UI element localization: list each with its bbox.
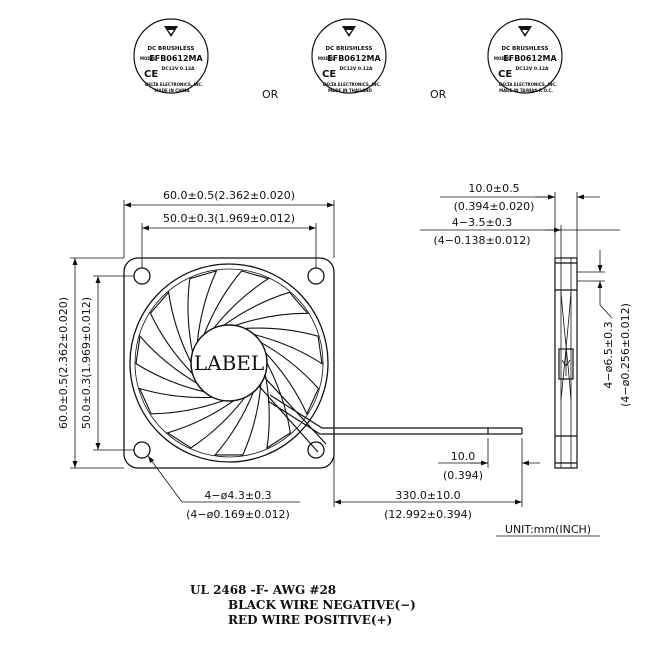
- dim-wire-length-mm: 330.0±10.0: [395, 489, 460, 502]
- fan-hub: [190, 324, 268, 402]
- fan-blade: [223, 291, 309, 326]
- label-model: EFB0612MA: [149, 54, 203, 63]
- label-sample-1: DC BRUSHLESS MODEL EFB0612MA CE DC12V 0.…: [133, 18, 209, 94]
- or-text-1: OR: [262, 88, 279, 101]
- dim-strip-mm: 10.0: [451, 450, 476, 463]
- label-ce: CE: [322, 69, 336, 80]
- label-sample-3: DC BRUSHLESS MODEL EFB0612MA CE DC12V 0.…: [487, 18, 563, 94]
- or-text-2: OR: [430, 88, 447, 101]
- fan-blade: [166, 397, 246, 449]
- dim-strip-in: (0.394): [443, 469, 483, 482]
- dim-thickness-mm: 10.0±0.5: [468, 182, 519, 195]
- mount-hole-tr: [307, 267, 325, 285]
- fan-wires: [267, 394, 523, 435]
- label-model: EFB0612MA: [503, 54, 557, 63]
- dim-hole-depth-mm: 4−3.5±0.3: [452, 216, 512, 229]
- strut: [257, 384, 319, 453]
- side-dimension-lines: [420, 192, 620, 319]
- fan-bore: [129, 263, 329, 463]
- label-maker: DELTA ELECTRONICS, INC.: [323, 82, 381, 87]
- note-line-1: UL 2468 -F- AWG #28: [190, 583, 337, 597]
- label-brand: DC BRUSHLESS: [502, 46, 549, 52]
- mount-hole-bl: [133, 441, 151, 459]
- fan-blade: [203, 270, 270, 335]
- dim-hole-in: (4−ø0.169±0.012): [186, 508, 290, 521]
- label-maker: DELTA ELECTRONICS, INC.: [145, 82, 203, 87]
- dim-hole-depth-in: (4−0.138±0.012): [434, 234, 531, 247]
- label-rating: DC12V 0.12A: [340, 66, 373, 72]
- dimension-lines: [70, 200, 600, 537]
- dim-height-hole: 50.0±0.3(1.969±0.012): [80, 297, 93, 429]
- label-origin: MADE IN THAILAND: [328, 88, 372, 93]
- fan-blade: [135, 334, 205, 393]
- dim-width-outer: 60.0±0.5(2.362±0.020): [163, 189, 295, 202]
- side-body: [554, 257, 578, 469]
- label-model-prefix: MODEL: [318, 56, 334, 61]
- fan-blade: [260, 341, 320, 416]
- fan-blade: [244, 327, 323, 365]
- fan-blade: [149, 290, 193, 375]
- fan-blade: [213, 383, 262, 456]
- label-ce: CE: [144, 69, 158, 80]
- fan-bore-inner: [134, 268, 324, 458]
- label-origin: MADE IN CHINA: [155, 88, 191, 93]
- label-maker: DELTA ELECTRONICS, INC.: [499, 82, 557, 87]
- fan-blade: [264, 362, 291, 450]
- label-ce: CE: [498, 69, 512, 80]
- dim-side-hole-in: (4−ø0.256±0.012): [619, 303, 632, 407]
- label-model: EFB0612MA: [327, 54, 381, 63]
- label-rating: DC12V 0.12A: [162, 66, 195, 72]
- label-origin: MADE IN TAIWAN R.O.C.: [499, 88, 553, 93]
- fan-blade: [187, 269, 218, 353]
- label-sample-2: DC BRUSHLESS MODEL EFB0612MA CE DC12V 0.…: [311, 18, 387, 94]
- dim-wire-length-in: (12.992±0.394): [384, 508, 472, 521]
- fan-hub-label: LABEL: [194, 351, 264, 375]
- mount-hole-br: [307, 441, 325, 459]
- fan-blades: [135, 269, 323, 456]
- label-brand: DC BRUSHLESS: [148, 46, 195, 52]
- wire-notes: UL 2468 -F- AWG #28 BLACK WIRE NEGATIVE(…: [190, 583, 416, 628]
- dim-side-hole-mm: 4−ø6.5±0.3: [602, 321, 615, 388]
- label-model-prefix: MODEL: [140, 56, 156, 61]
- dim-width-hole: 50.0±0.3(1.969±0.012): [163, 212, 295, 225]
- dim-thickness-in: (0.394±0.020): [454, 200, 535, 213]
- mount-hole-tl: [133, 267, 151, 285]
- label-rating: DC12V 0.12A: [516, 66, 549, 72]
- note-line-2: BLACK WIRE NEGATIVE(−): [228, 598, 416, 612]
- unit-note: UNIT:mm(INCH): [505, 523, 591, 536]
- note-line-3: RED WIRE POSITIVE(+): [228, 613, 393, 627]
- label-brand: DC BRUSHLESS: [326, 46, 373, 52]
- dim-height-outer: 60.0±0.5(2.362±0.020): [57, 297, 70, 429]
- dim-hole-mm: 4−ø4.3±0.3: [204, 489, 271, 502]
- fan-frame: [123, 257, 335, 469]
- fan-blade: [138, 387, 224, 415]
- label-model-prefix: MODEL: [494, 56, 510, 61]
- fan-side-view: [554, 257, 578, 469]
